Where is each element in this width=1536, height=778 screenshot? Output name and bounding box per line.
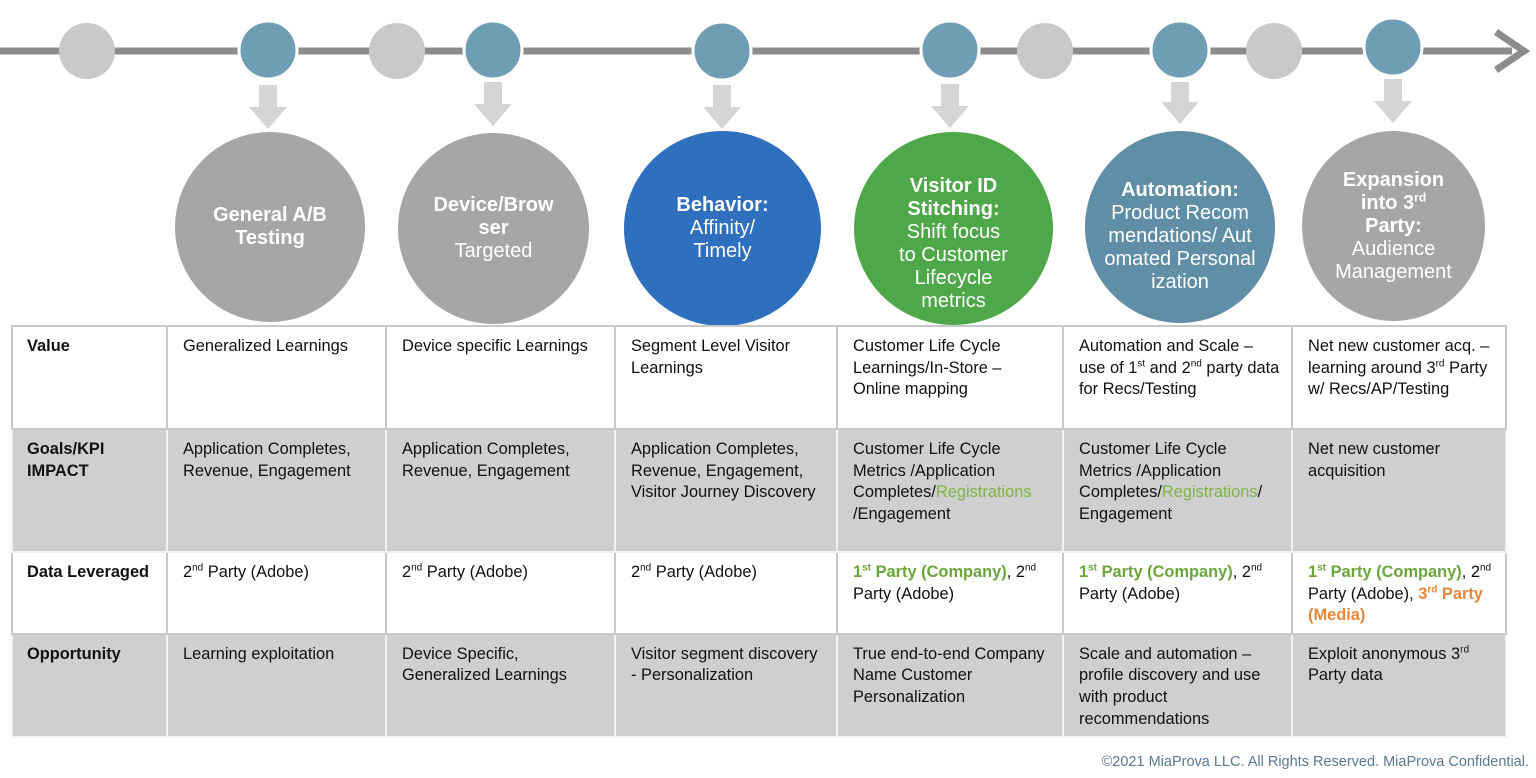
table-cell: 2nd Party (Adobe) [166,551,387,635]
table-cell: Application Completes, Revenue, Engageme… [166,428,387,553]
stage-automation: Automation: Product Recommendations/ Aut… [1085,131,1275,323]
stage-title: Behavior: [676,194,769,216]
stage-general-ab-testing: General A/B Testing [175,132,365,322]
stage-title: Automation: [1121,178,1239,201]
table-cell: Application Completes, Revenue, Engageme… [614,428,838,553]
stage-subtitle: Shift focus to Customer Lifecycle metric… [899,220,1008,312]
timeline-node-milestone [691,20,753,82]
table-cell: Exploit anonymous 3rd Party data [1291,632,1507,739]
timeline-arrowhead [1494,29,1531,73]
row-opportunity: Opportunity Learning exploitation Device… [11,632,1507,739]
down-arrow [1374,79,1412,123]
table-cell: 2nd Party (Adobe) [385,551,616,635]
table-cell: True end-to-end Company Name Customer Pe… [836,632,1064,739]
timeline-node-milestone [919,19,981,81]
table-cell: Scale and automation – profile discovery… [1062,632,1293,739]
table-cell: Visitor segment discovery - Personalizat… [614,632,838,739]
down-arrow [931,84,969,128]
timeline-node [369,23,425,79]
down-arrows [249,79,1412,129]
stage-device-browser: Device/Browser Targeted [398,133,589,324]
down-arrow [1161,82,1199,124]
row-label: Opportunity [11,632,168,739]
timeline-node-milestone [237,19,299,81]
table-cell: Customer Life Cycle Learnings/In-Store –… [836,325,1064,430]
row-goals-kpi: Goals/KPI IMPACT Application Completes, … [11,428,1507,553]
stage-behavior: Behavior: Affinity/ Timely [624,131,821,326]
row-label: Goals/KPI IMPACT [11,428,168,553]
table-cell: Application Completes, Revenue, Engageme… [385,428,616,553]
stage-subtitle: Product Recommendations/ Automated Perso… [1104,201,1256,293]
timeline-nodes [59,16,1424,82]
copyright-footer: ©2021 MiaProva LLC. All Rights Reserved.… [1101,754,1529,770]
table-cell: Learning exploitation [166,632,387,739]
timeline [0,16,1531,129]
row-data-leveraged: Data Leveraged 2nd Party (Adobe) 2nd Par… [11,551,1507,635]
stage-visitor-id-stitching: Visitor ID Stitching: Shift focus to Cus… [854,132,1053,325]
down-arrow [703,85,741,129]
timeline-node-milestone [1362,16,1424,78]
table-cell: 1st Party (Company), 2nd Party (Adobe) [1062,551,1293,635]
table-cell: Device specific Learnings [385,325,616,430]
table-cell: Automation and Scale – use of 1st and 2n… [1062,325,1293,430]
timeline-node [59,23,115,79]
down-arrow [249,85,287,129]
timeline-node [1246,23,1302,79]
table-cell: Generalized Learnings [166,325,387,430]
stage-comparison-table: Value Generalized Learnings Device speci… [11,325,1507,739]
table-cell: 2nd Party (Adobe) [614,551,838,635]
table-cell: 1st Party (Company), 2nd Party (Adobe) [836,551,1064,635]
row-label: Value [11,325,168,430]
timeline-node-milestone [1149,19,1211,81]
down-arrow [474,82,512,126]
table-cell: Device Specific, Generalized Learnings [385,632,616,739]
row-value: Value Generalized Learnings Device speci… [11,325,1507,430]
table-cell: Net new customer acq. – learning around … [1291,325,1507,430]
stage-subtitle: Affinity/ Timely [689,217,756,262]
table-cell: Customer Life Cycle Metrics /Application… [836,428,1064,553]
stage-title: Visitor ID Stitching: [907,174,1000,220]
table-cell: Segment Level Visitor Learnings [614,325,838,430]
stage-subtitle: Audience Management [1335,237,1452,283]
timeline-node [1017,23,1073,79]
row-label: Data Leveraged [11,551,168,635]
stage-title: General A/B Testing [213,204,327,249]
stage-title: Device/Browser [433,194,554,239]
table-cell: Net new customer acquisition [1291,428,1507,553]
stage-expansion-3rd-party: Expansion into 3rd Party: Audience Manag… [1302,131,1485,321]
table-cell: Customer Life Cycle Metrics /Application… [1062,428,1293,553]
stage-title: Expansion into 3rd Party: [1342,168,1445,237]
table-cell: 1st Party (Company), 2nd Party (Adobe), … [1291,551,1507,635]
stage-subtitle: Targeted [454,240,533,262]
timeline-node-milestone [462,19,524,81]
